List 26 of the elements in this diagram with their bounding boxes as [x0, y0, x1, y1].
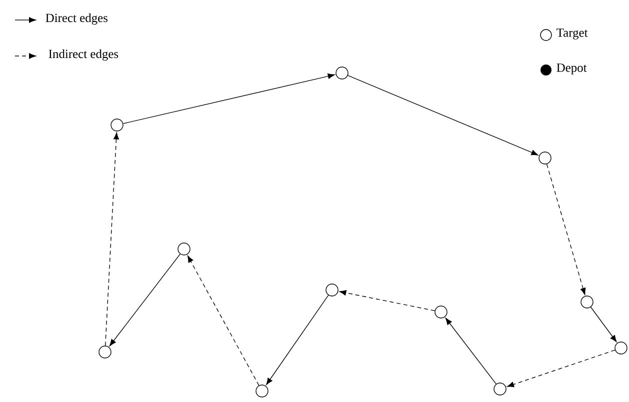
dashed-arrow — [339, 290, 436, 312]
dashed-arrow — [507, 350, 616, 388]
legend-label: Target — [556, 28, 588, 40]
legend-label: Indirect edges — [48, 49, 118, 61]
target-circle — [256, 384, 268, 398]
target-circle — [326, 284, 338, 296]
target-circle — [538, 152, 552, 164]
target-circle — [580, 296, 594, 308]
legend-label: Depot — [556, 64, 587, 74]
target-circle — [98, 346, 112, 358]
dashed-arrow — [546, 164, 586, 295]
arrow — [348, 75, 538, 156]
dashed-arrow — [187, 255, 260, 386]
target-circle — [434, 306, 448, 318]
target-circle — [178, 242, 190, 256]
arrow — [109, 254, 180, 346]
dashed-arrow — [105, 132, 119, 346]
arrow — [445, 318, 496, 384]
arrow — [122, 73, 335, 124]
target-circle — [336, 66, 348, 80]
target-circle — [110, 118, 124, 132]
legend-label: Direct edges — [46, 13, 108, 25]
arrow — [590, 306, 617, 342]
arrow — [266, 294, 329, 385]
target-circle — [614, 342, 628, 354]
target-circle — [494, 382, 506, 396]
